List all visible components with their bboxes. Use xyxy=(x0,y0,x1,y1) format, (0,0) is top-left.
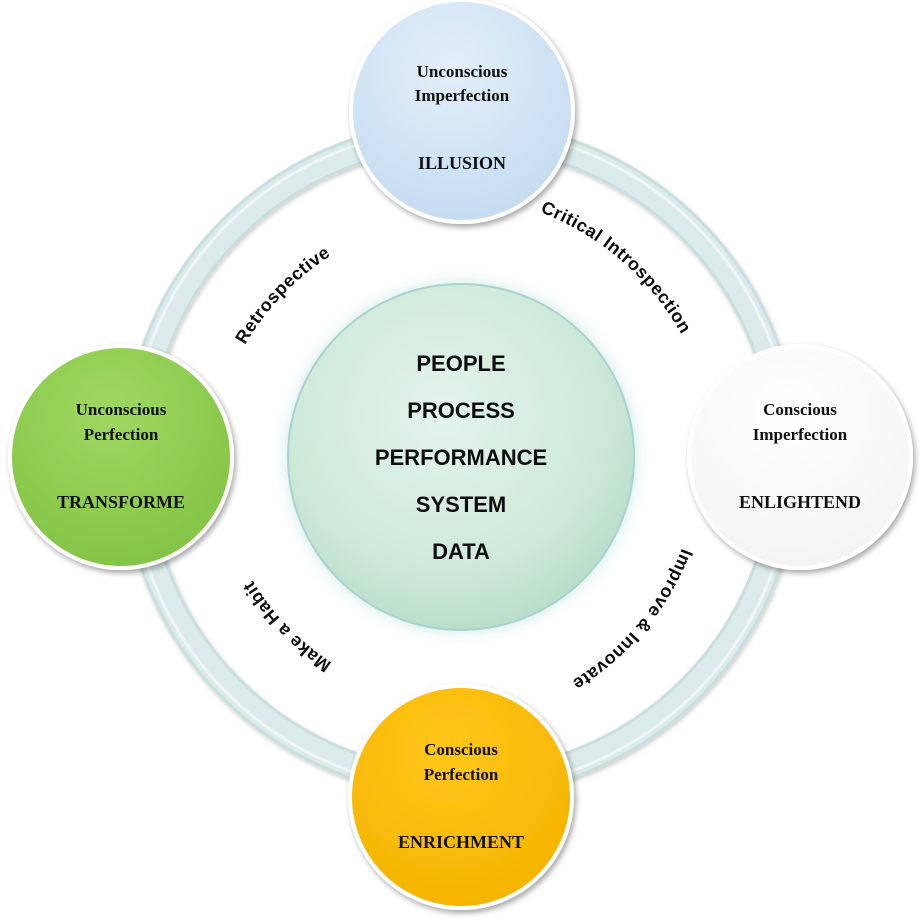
core-line-performance: PERFORMANCE xyxy=(375,445,547,470)
core-line-process: PROCESS xyxy=(407,398,515,423)
transition-label-make-a-habit: Make a Habit xyxy=(239,578,335,676)
stage-title-line2: Imperfection xyxy=(753,425,848,444)
core-line-people: PEOPLE xyxy=(416,351,505,376)
stage-keyword: ILLUSION xyxy=(418,153,506,173)
stage-node-transforme: Unconscious Perfection TRANSFORME xyxy=(8,344,234,570)
stage-keyword: ENLIGHTEND xyxy=(739,492,861,512)
stage-title-line2: Perfection xyxy=(84,425,159,444)
stage-node-enlightend: Conscious Imperfection ENLIGHTEND xyxy=(687,344,913,570)
stage-node-enrichment: Conscious Perfection ENRICHMENT xyxy=(348,684,574,910)
stage-keyword: ENRICHMENT xyxy=(398,832,524,852)
stage-title-line2: Imperfection xyxy=(415,86,510,105)
stage-title-line2: Perfection xyxy=(424,765,499,784)
core-line-data: DATA xyxy=(432,539,490,564)
stage-keyword: TRANSFORME xyxy=(57,492,185,512)
stage-title-line1: Conscious xyxy=(763,400,837,419)
stage-node-illusion: Unconscious Imperfection ILLUSION xyxy=(349,0,575,224)
stage-title-line1: Unconscious xyxy=(76,400,167,419)
stage-title-line1: Conscious xyxy=(424,740,498,759)
stage-title-line1: Unconscious xyxy=(417,62,508,81)
core-circle: PEOPLE PROCESS PERFORMANCE SYSTEM DATA xyxy=(269,265,653,649)
core-line-system: SYSTEM xyxy=(416,492,506,517)
